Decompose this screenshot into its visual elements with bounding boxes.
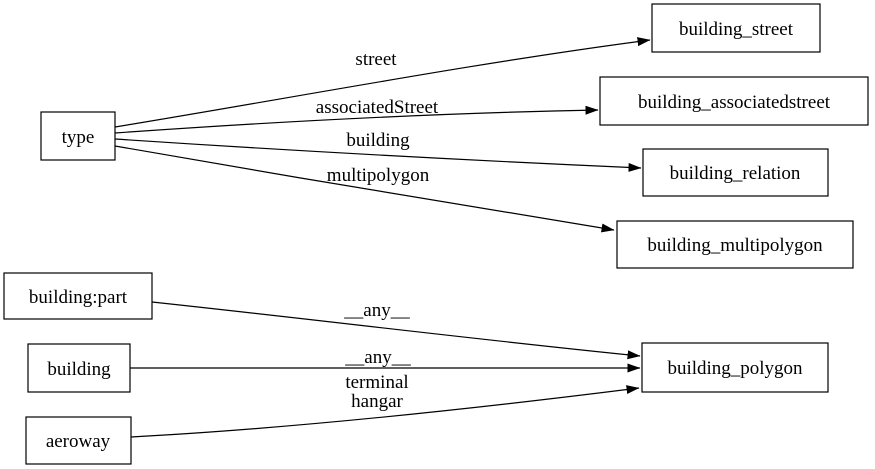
- node-building-part: building:part: [3, 272, 153, 320]
- node-type: type: [40, 111, 116, 161]
- node-aeroway-box: [25, 416, 132, 465]
- node-building_multipolygon-box: [616, 220, 854, 269]
- node-building-part-box: [3, 272, 153, 320]
- node-aeroway-label: aeroway: [46, 431, 111, 452]
- edge-label-any-2: __any__: [344, 347, 411, 368]
- edge-type-building_street: [114, 37, 651, 128]
- node-building_multipolygon-label: building_multipolygon: [647, 235, 823, 256]
- node-building_relation: building_relation: [642, 148, 829, 197]
- node-building_street: building_street: [651, 3, 821, 53]
- edge-type-building_associatedstreet: [114, 105, 599, 134]
- edge-label-building: building: [346, 130, 410, 151]
- node-building_polygon: building_polygon: [641, 342, 829, 393]
- node-type-box: [40, 111, 116, 161]
- node-building_polygon-label: building_polygon: [667, 358, 803, 379]
- edge-label-multipolygon: multipolygon: [327, 165, 430, 186]
- node-building_relation-label: building_relation: [670, 163, 801, 184]
- node-building: building: [27, 343, 131, 393]
- node-building-part-label: building:part: [29, 287, 128, 308]
- node-building-box: [27, 343, 131, 393]
- edge-label-any-1: __any__: [343, 300, 410, 321]
- node-building_associatedstreet: building_associatedstreet: [599, 76, 869, 126]
- node-building_street-box: [651, 3, 821, 53]
- node-aeroway: aeroway: [25, 416, 132, 465]
- node-type-label: type: [62, 127, 95, 148]
- node-building_multipolygon: building_multipolygon: [616, 220, 854, 269]
- node-building-label: building: [47, 359, 111, 380]
- edge-label-associatedstreet: associatedStreet: [316, 97, 439, 118]
- node-building_associatedstreet-box: [599, 76, 869, 126]
- node-building_associatedstreet-label: building_associatedstreet: [638, 92, 831, 113]
- edge-type-building_multipolygon: [114, 145, 615, 233]
- node-building_street-label: building_street: [679, 19, 794, 40]
- edge-label-terminal: terminal: [345, 372, 408, 393]
- node-building_relation-box: [642, 148, 829, 197]
- node-building_polygon-box: [641, 342, 829, 393]
- edge-aeroway-building_polygon: [130, 385, 640, 438]
- edge-buildingpart-building_polygon: [151, 301, 641, 360]
- edge-label-hangar: hangar: [351, 391, 403, 412]
- edge-type-building_relation: [114, 138, 642, 172]
- edge-label-street: street: [355, 49, 397, 70]
